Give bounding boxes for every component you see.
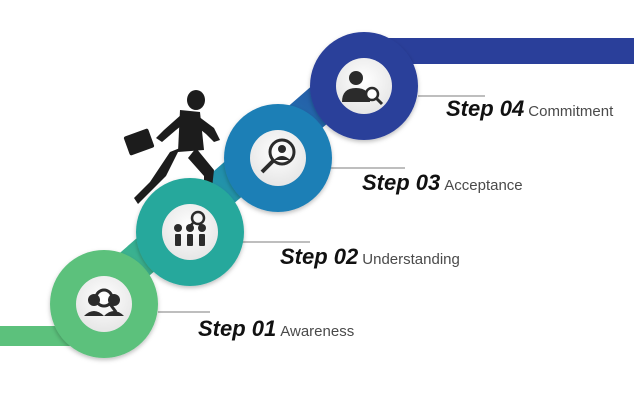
running-businessman-figure	[123, 90, 220, 204]
step-03-description: Acceptance	[444, 177, 523, 194]
step-01-description: Awareness	[280, 323, 355, 340]
step-02-number: Step 02	[280, 244, 359, 269]
step-04-description: Commitment	[528, 103, 614, 120]
step-03-number: Step 03	[362, 170, 441, 195]
businessman-search-icon	[342, 71, 384, 106]
person-magnifier-icon	[260, 138, 296, 174]
team-magnifier-icon	[174, 210, 206, 246]
step-01-number: Step 01	[198, 316, 277, 341]
step-04-number: Step 04	[446, 96, 525, 121]
step-circle-04	[310, 32, 418, 140]
step-circle-03	[224, 104, 332, 212]
step-circle-02	[136, 178, 244, 286]
step-circle-01	[50, 250, 158, 358]
step-02-description: Understanding	[362, 251, 460, 268]
people-search-icon	[84, 288, 124, 316]
